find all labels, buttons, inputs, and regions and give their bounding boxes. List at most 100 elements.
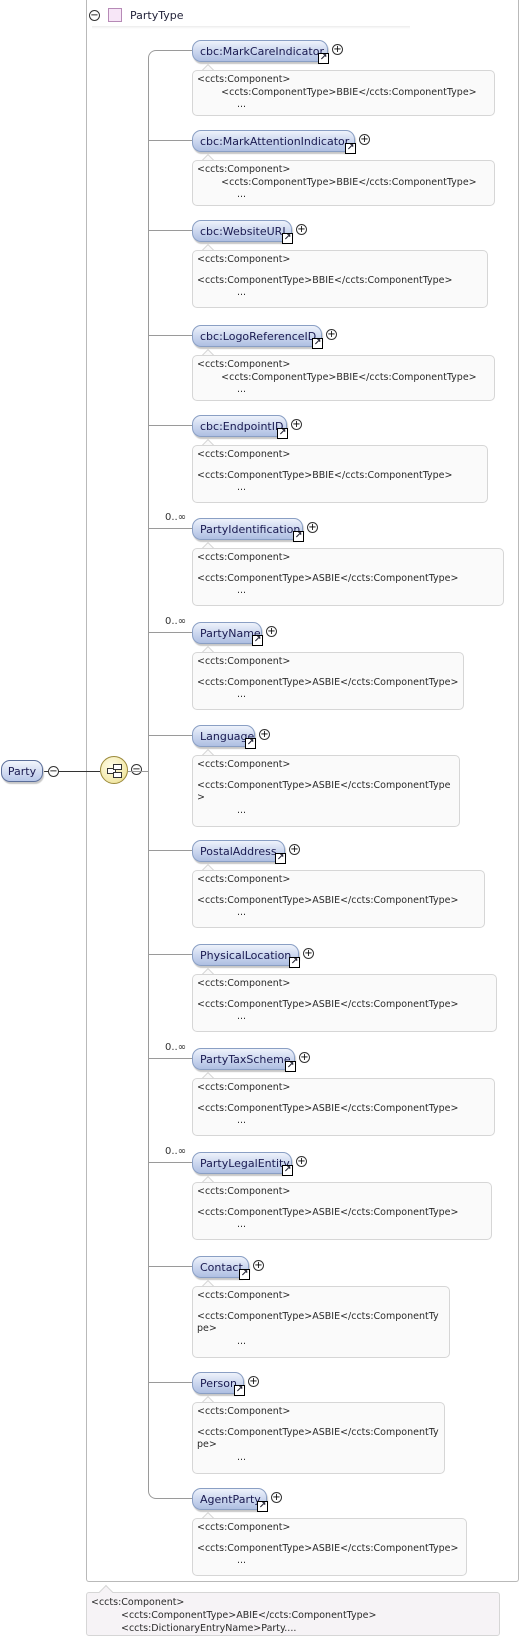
reference-arrow-icon: ↗: [257, 1501, 268, 1512]
annotation-line: <ccts:ComponentType>ASBIE</ccts:Componen…: [197, 572, 459, 584]
sequence-trunk: [148, 58, 149, 1490]
expand-element-icon[interactable]: +: [296, 224, 307, 235]
annotation-line: ...: [237, 1555, 247, 1566]
element-node[interactable]: PartyLegalEntity: [192, 1152, 292, 1174]
type-header: − PartyType: [89, 5, 184, 25]
collapse-root-icon[interactable]: −: [48, 766, 59, 777]
reference-arrow-icon: ↗: [245, 738, 256, 749]
element-node[interactable]: PartyName: [192, 622, 262, 644]
type-annotation-line: <ccts:ComponentType>ABIE</ccts:Component…: [121, 1610, 377, 1621]
annotation-line: <ccts:ComponentType>ASBIE</ccts:Componen…: [197, 894, 459, 906]
element-annotation: <ccts:Component> <ccts:ComponentType>ASBI…: [192, 755, 460, 827]
element-node[interactable]: cbc:WebsiteURI: [192, 220, 292, 242]
element-annotation: <ccts:Component> <ccts:ComponentType>ASBI…: [192, 974, 497, 1032]
annotation-line: ...: [237, 1011, 247, 1022]
reference-arrow-icon: ↗: [282, 1165, 293, 1176]
branch-connector: [148, 850, 192, 851]
expand-element-icon[interactable]: +: [259, 729, 270, 740]
expand-element-icon[interactable]: +: [289, 844, 300, 855]
annotation-line: ...: [237, 384, 247, 395]
branch-connector: [148, 335, 192, 336]
sequence-trunk-arc: [148, 1488, 159, 1499]
annotation-line: ...: [237, 1115, 247, 1126]
annotation-line: ...: [237, 689, 247, 700]
annotation-line: <ccts:ComponentType>ASBIE</ccts:Componen…: [197, 779, 451, 804]
annotation-line: ...: [237, 1451, 247, 1463]
sequence-connector: [128, 771, 148, 772]
annotation-line: <ccts:ComponentType>ASBIE</ccts:Componen…: [197, 1102, 459, 1114]
element-node[interactable]: cbc:LogoReferenceID: [192, 325, 322, 347]
element-node[interactable]: Contact: [192, 1256, 249, 1278]
sequence-compositor[interactable]: [100, 756, 128, 784]
expand-element-icon[interactable]: +: [307, 522, 318, 533]
annotation-line: <ccts:ComponentType>ASBIE</ccts:Componen…: [197, 1310, 439, 1335]
element-annotation: <ccts:Component> <ccts:ComponentType>ASBI…: [192, 548, 504, 606]
annotation-line: <ccts:Component>: [197, 1082, 291, 1093]
annotation-line: <ccts:Component>: [197, 164, 291, 175]
expand-element-icon[interactable]: +: [248, 1376, 259, 1387]
element-annotation: <ccts:Component> <ccts:ComponentType>ASBI…: [192, 1286, 450, 1358]
reference-arrow-icon: ↗: [289, 957, 300, 968]
annotation-line: ...: [237, 804, 247, 816]
element-node[interactable]: AgentParty: [192, 1488, 267, 1510]
element-node[interactable]: PartyIdentification: [192, 518, 303, 540]
annotation-line: <ccts:ComponentType>ASBIE</ccts:Componen…: [197, 1206, 459, 1218]
expand-element-icon[interactable]: +: [266, 626, 277, 637]
annotation-line: <ccts:ComponentType>BBIE</ccts:Component…: [197, 176, 477, 188]
type-header-divider: [92, 26, 410, 29]
element-node[interactable]: Language: [192, 725, 255, 747]
collapse-sequence-icon[interactable]: −: [131, 764, 142, 775]
branch-connector: [148, 230, 192, 231]
reference-arrow-icon: ↗: [312, 338, 323, 349]
annotation-line: ...: [237, 482, 247, 493]
annotation-line: <ccts:Component>: [197, 656, 291, 667]
expand-element-icon[interactable]: +: [253, 1260, 264, 1271]
expand-element-icon[interactable]: +: [296, 1156, 307, 1167]
expand-element-icon[interactable]: +: [359, 134, 370, 145]
element-annotation: <ccts:Component> <ccts:ComponentType>ASBI…: [192, 1078, 495, 1136]
collapse-type-icon[interactable]: −: [89, 9, 100, 21]
annotation-line: <ccts:ComponentType>ASBIE</ccts:Componen…: [197, 1542, 459, 1554]
annotation-line: <ccts:ComponentType>ASBIE</ccts:Componen…: [197, 676, 459, 688]
annotation-line: <ccts:Component>: [197, 1290, 291, 1301]
expand-element-icon[interactable]: +: [332, 44, 343, 55]
occurrence-label: 0..∞: [165, 616, 187, 627]
root-connector: [44, 771, 100, 772]
annotation-line: <ccts:Component>: [197, 552, 291, 563]
expand-element-icon[interactable]: +: [299, 1052, 310, 1063]
expand-element-icon[interactable]: +: [326, 329, 337, 340]
occurrence-label: 0..∞: [165, 1042, 187, 1053]
branch-connector: [148, 1382, 192, 1383]
element-node[interactable]: cbc:MarkCareIndicator: [192, 40, 328, 62]
element-node[interactable]: PhysicalLocation: [192, 944, 299, 966]
annotation-line: <ccts:ComponentType>BBIE</ccts:Component…: [197, 469, 453, 481]
element-annotation: <ccts:Component> <ccts:ComponentType>BBI…: [192, 160, 495, 206]
reference-arrow-icon: ↗: [277, 428, 288, 439]
element-node[interactable]: cbc:MarkAttentionIndicator: [192, 130, 355, 152]
root-element[interactable]: Party: [1, 760, 43, 782]
branch-connector: [148, 140, 192, 141]
expand-element-icon[interactable]: +: [271, 1492, 282, 1503]
annotation-line: <ccts:Component>: [197, 449, 291, 460]
element-node[interactable]: Person: [192, 1372, 244, 1394]
reference-arrow-icon: ↗: [285, 1061, 296, 1072]
branch-connector: [158, 50, 192, 51]
annotation-line: <ccts:ComponentType>BBIE</ccts:Component…: [197, 86, 477, 98]
annotation-line: <ccts:ComponentType>BBIE</ccts:Component…: [197, 371, 477, 383]
reference-arrow-icon: ↗: [275, 853, 286, 864]
annotation-line: ...: [237, 1335, 247, 1347]
branch-connector: [158, 1498, 192, 1499]
expand-element-icon[interactable]: +: [291, 419, 302, 430]
element-node[interactable]: PostalAddress: [192, 840, 285, 862]
element-node[interactable]: PartyTaxScheme: [192, 1048, 295, 1070]
element-node[interactable]: cbc:EndpointID: [192, 415, 287, 437]
expand-element-icon[interactable]: +: [303, 948, 314, 959]
reference-arrow-icon: ↗: [234, 1385, 245, 1396]
reference-arrow-icon: ↗: [318, 53, 329, 64]
annotation-line: <ccts:ComponentType>ASBIE</ccts:Componen…: [197, 998, 459, 1010]
annotation-line: <ccts:ComponentType>BBIE</ccts:Component…: [197, 274, 453, 286]
type-annotation: <ccts:Component> <ccts:ComponentType>ABI…: [86, 1592, 500, 1636]
annotation-line: <ccts:Component>: [197, 978, 291, 989]
complex-type-icon: [108, 8, 122, 22]
annotation-line: <ccts:Component>: [197, 759, 291, 770]
